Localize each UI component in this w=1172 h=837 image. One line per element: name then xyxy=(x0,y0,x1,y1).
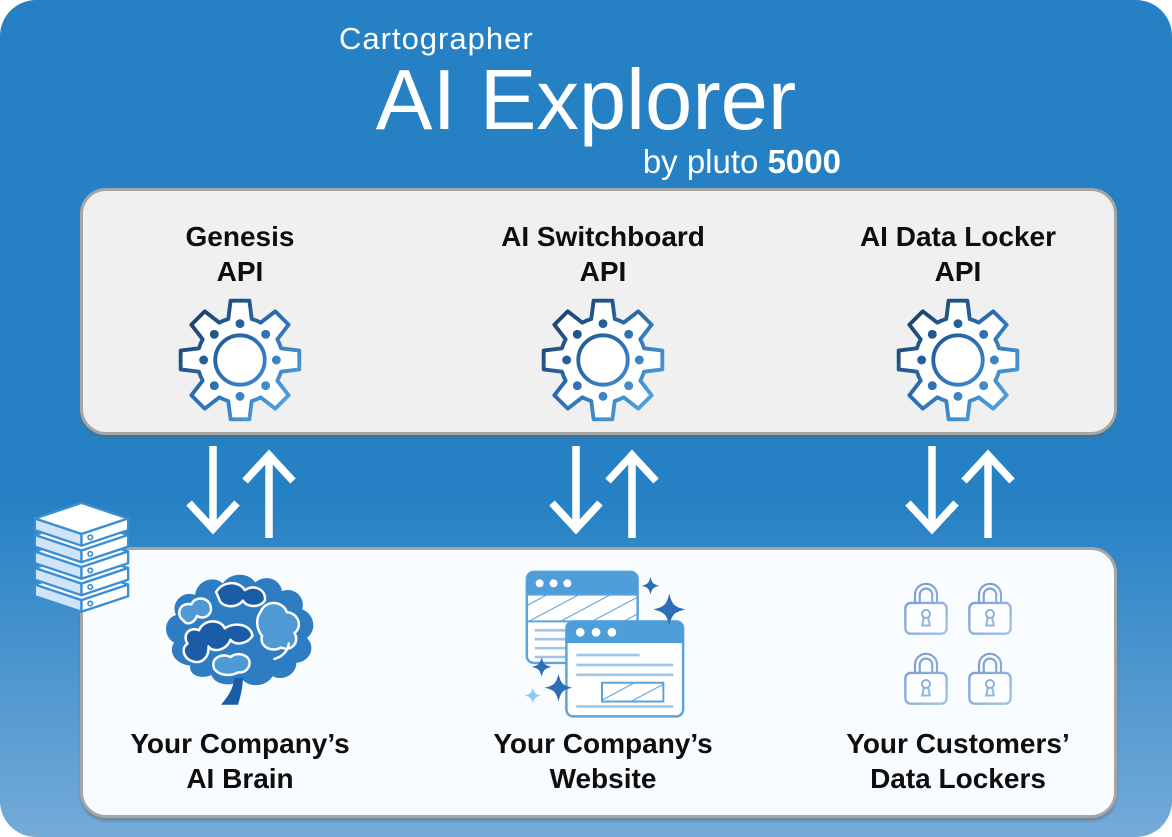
page-title: AI Explorer xyxy=(375,53,797,148)
bottom-label: Your Company’s Website xyxy=(493,726,712,796)
api-label: AI Data Locker API xyxy=(860,219,1056,289)
up-arrow-icon xyxy=(242,449,296,538)
icon-zone xyxy=(509,560,697,726)
bottom-label-line2: Website xyxy=(549,763,657,794)
gear-icon xyxy=(541,298,665,422)
bottom-label-line1: Your Customers’ xyxy=(846,728,1070,759)
title-kicker: Cartographer xyxy=(339,21,534,56)
api-layer-panel: Genesis API AI Switchboard API xyxy=(80,188,1117,435)
api-label-line1: Genesis xyxy=(185,221,295,252)
title-block: Cartographer AI Explorer by pluto 5000 xyxy=(291,20,881,180)
padlock-icon xyxy=(904,652,948,705)
api-label-line1: AI Switchboard xyxy=(501,221,705,252)
up-arrow-icon xyxy=(961,449,1015,538)
api-label-line2: API xyxy=(934,256,982,287)
gear-dots xyxy=(199,319,281,401)
padlock-icon xyxy=(968,583,1012,636)
padlock-icon xyxy=(904,583,948,636)
api-label-line1: AI Data Locker xyxy=(859,221,1057,252)
bidirectional-arrows-icon xyxy=(905,446,1015,538)
bottom-label: Your Company’s AI Brain xyxy=(130,726,349,796)
bottom-label-line2: Data Lockers xyxy=(870,763,1046,794)
api-column-genesis: Genesis API xyxy=(90,191,390,423)
bottom-column-ai-brain: Your Company’s AI Brain xyxy=(90,550,390,796)
title-byline: by pluto 5000 xyxy=(291,144,881,180)
icon-zone xyxy=(154,560,326,726)
bottom-label-line1: Your Company’s xyxy=(493,728,713,759)
company-layer-panel: Your Company’s AI Brain xyxy=(80,547,1117,818)
bottom-label: Your Customers’ Data Lockers xyxy=(846,726,1070,796)
api-label-line2: API xyxy=(216,256,264,287)
api-label: AI Switchboard API xyxy=(501,219,705,289)
server-stack-icon xyxy=(33,501,130,613)
byline-prefix: by pluto xyxy=(642,143,759,180)
api-column-datalocker: AI Data Locker API xyxy=(808,191,1108,423)
api-label-line2: API xyxy=(579,256,627,287)
down-arrow-icon xyxy=(905,446,959,535)
brain-icon xyxy=(166,575,314,706)
gear-icon xyxy=(178,298,302,422)
bottom-label-line2: AI Brain xyxy=(186,763,294,794)
sparkle-icons xyxy=(524,576,686,704)
bidirectional-arrows-icon xyxy=(549,446,659,538)
bottom-label-line1: Your Company’s xyxy=(130,728,350,759)
bidirectional-arrows-icon xyxy=(186,446,296,538)
front-browser-window xyxy=(565,619,685,718)
icon-zone xyxy=(902,560,1014,726)
byline-brand: 5000 xyxy=(767,143,841,180)
bottom-column-data-lockers: Your Customers’ Data Lockers xyxy=(808,550,1108,796)
bottom-column-website: Your Company’s Website xyxy=(453,550,753,796)
gear-dots xyxy=(917,319,999,401)
down-arrow-icon xyxy=(549,446,603,535)
down-arrow-icon xyxy=(186,446,240,535)
gear-dots xyxy=(562,319,644,401)
api-column-switchboard: AI Switchboard API xyxy=(453,191,753,423)
api-label: Genesis API xyxy=(186,219,295,289)
gear-icon xyxy=(896,298,1020,422)
browser-windows-icon xyxy=(524,570,686,718)
padlock-grid-icon xyxy=(902,578,1014,707)
padlock-icon xyxy=(968,652,1012,705)
up-arrow-icon xyxy=(605,449,659,538)
